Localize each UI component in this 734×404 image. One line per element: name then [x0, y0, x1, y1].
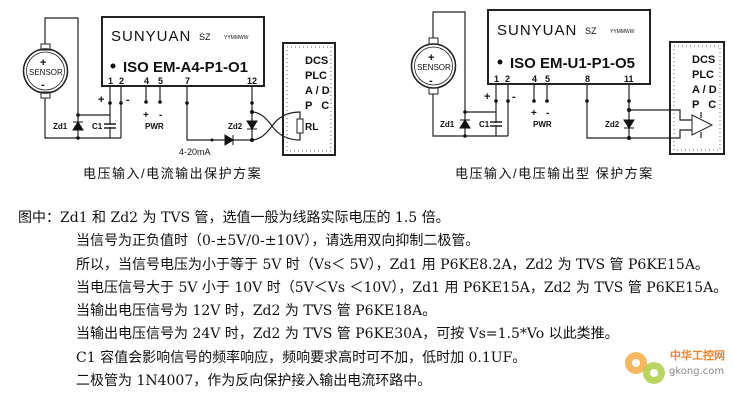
note-line: 所以，当信号电压为小于等于 5V 时（Vs＜ 5V），Zd1 用 P6KE8.2… — [76, 256, 709, 273]
note-line: 当电压信号大于 5V 小于 10V 时（5V＜Vs ＜10V），Zd1 用 P6… — [76, 279, 728, 296]
svg-text:SZ: SZ — [585, 26, 597, 36]
svg-text:PLC: PLC — [692, 69, 714, 81]
svg-text:5: 5 — [545, 74, 550, 84]
svg-text:PLC: PLC — [305, 70, 327, 82]
svg-text:2: 2 — [119, 76, 124, 86]
svg-text:-: - — [126, 94, 130, 106]
system-labels: DCS PLC A / D P C — [305, 55, 330, 112]
diode-icon — [224, 134, 234, 146]
svg-text:Zd2: Zd2 — [228, 122, 243, 131]
zd1-diode-icon — [459, 119, 471, 129]
svg-text:A / D: A / D — [692, 84, 717, 96]
note-line: 当输出电压信号为 24V 时，Zd2 为 TVS 管 P6KE30A，可按 Vs… — [76, 326, 619, 343]
svg-text:12: 12 — [247, 76, 257, 86]
svg-text:-: - — [41, 79, 45, 91]
brand-suffix: SZ — [199, 32, 211, 42]
pwr-label: PWR — [145, 122, 164, 131]
svg-text:gkong.com: gkong.com — [669, 366, 724, 377]
svg-text:11: 11 — [624, 74, 634, 84]
svg-text:-: - — [546, 108, 549, 119]
svg-text:+: + — [143, 110, 149, 121]
svg-text:C1: C1 — [92, 122, 103, 131]
svg-text:PWR: PWR — [533, 120, 552, 129]
brand-label: SUNYUAN — [111, 28, 191, 45]
right-caption: 电压输入/电压输出型 保护方案 — [455, 166, 654, 181]
svg-text:Zd2: Zd2 — [605, 120, 620, 129]
svg-text:+: + — [484, 91, 490, 103]
svg-text:-: - — [512, 91, 516, 103]
sensor: + SENSOR - — [410, 37, 457, 95]
note-line: 当输出电压信号为 12V 时，Zd2 为 TVS 管 P6KE18A。 — [76, 303, 437, 320]
zd2-diode-icon — [623, 119, 635, 129]
svg-text:SUNYUAN: SUNYUAN — [497, 22, 577, 39]
system-box — [669, 41, 725, 155]
current-label: 4-20mA — [179, 147, 211, 157]
opamp-icon — [691, 114, 714, 136]
svg-text:1: 1 — [108, 76, 113, 86]
svg-text:A / D: A / D — [305, 85, 330, 97]
date-code: YYMMWW — [224, 35, 249, 41]
svg-text:P C: P C — [692, 99, 716, 111]
notes: 图中：Zd1 和 Zd2 为 TVS 管，选值一般为线路实际电压的 1.5 倍。… — [0, 207, 727, 393]
svg-text:5: 5 — [158, 76, 163, 86]
sensor: + SENSOR - — [22, 43, 69, 99]
svg-text:+: + — [531, 108, 537, 119]
note-line: 当信号为正负值时（0-±5V/0-±10V），请选用双向抑制二极管。 — [76, 233, 480, 250]
note-line: C1 容值会影响信号的频率响应，频响要求高时可不加，低时加 0.1UF。 — [76, 349, 527, 366]
svg-text:1: 1 — [494, 74, 499, 84]
svg-text:-: - — [429, 75, 433, 87]
zd2-diode-icon — [246, 120, 258, 130]
svg-text:YYMMWW: YYMMWW — [610, 29, 635, 35]
svg-text:SENSOR: SENSOR — [417, 63, 451, 72]
svg-text:Zd1: Zd1 — [440, 120, 455, 129]
c1-capacitor-icon — [490, 121, 502, 127]
module-box — [487, 9, 651, 85]
svg-text:中华工控网: 中华工控网 — [670, 348, 725, 362]
zd1-diode-icon — [72, 121, 84, 131]
svg-text:7: 7 — [185, 76, 190, 86]
left-caption: 电压输入/电流输出保护方案 — [83, 166, 262, 181]
svg-text:4: 4 — [144, 76, 149, 86]
svg-text:SENSOR: SENSOR — [29, 68, 63, 77]
load-label: RL — [305, 122, 318, 133]
svg-text:8: 8 — [585, 74, 590, 84]
note-line: 图中：Zd1 和 Zd2 为 TVS 管，选值一般为线路实际电压的 1.5 倍。 — [18, 210, 450, 226]
svg-text:-: - — [159, 110, 162, 121]
watermark-logo: 中华工控网 gkong.com — [622, 343, 727, 387]
svg-text:C1: C1 — [479, 120, 490, 129]
model-label: ISO EM-A4-P1-O1 — [123, 59, 248, 76]
note-line: 二极管为 1N4007，作为反向保护接入输出电流环路中。 — [76, 373, 432, 390]
svg-text:4: 4 — [532, 74, 537, 84]
model-label: ISO EM-U1-P1-O5 — [510, 55, 635, 72]
system-labels: DCS PLC A / D P C — [692, 54, 717, 111]
system-box — [282, 42, 336, 156]
svg-text:+: + — [40, 57, 46, 69]
c1-capacitor-icon — [104, 123, 116, 129]
svg-text:Zd1: Zd1 — [53, 122, 68, 131]
svg-text:2: 2 — [505, 74, 510, 84]
svg-text:P C: P C — [305, 100, 329, 112]
svg-text:+: + — [98, 94, 104, 106]
module-box — [101, 16, 265, 87]
svg-text:+: + — [428, 52, 434, 64]
svg-text:DCS: DCS — [692, 54, 715, 66]
pin1-dot — [110, 63, 116, 69]
svg-text:DCS: DCS — [305, 55, 328, 67]
